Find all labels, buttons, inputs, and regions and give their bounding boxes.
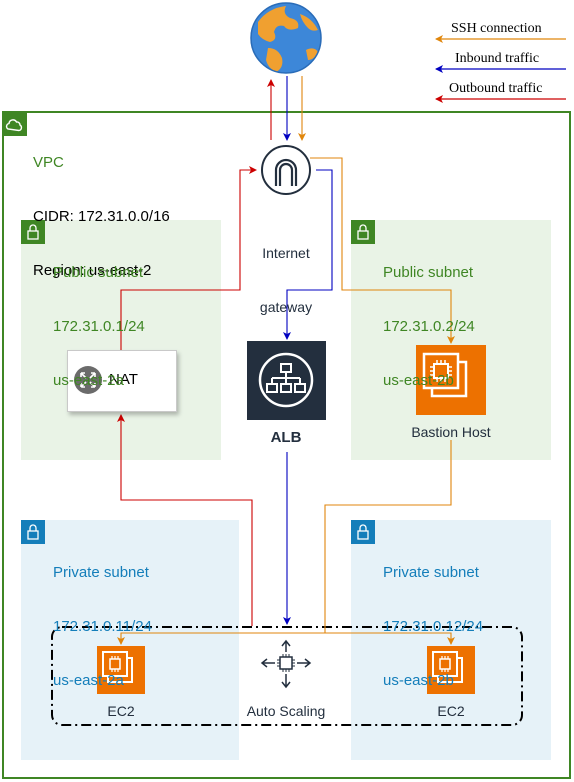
nat-gateway-box [67,350,177,412]
nat-icon [74,366,102,394]
private-subnet-b-label: Private subnet 172.31.0.12/24 us-east-2b [383,528,483,708]
public-subnet-a-lock-icon [21,220,45,244]
legend-ssh-label: SSH connection [451,21,542,36]
auto-scaling-group-border [51,626,523,726]
private-subnet-a-az: us-east-2a [53,672,124,689]
vpc-info: VPC CIDR: 172.31.0.0/16 Region: us-east-… [33,118,170,298]
outbound-nat-to-igw [120,166,257,350]
public-subnet-a-label: Public subnet 172.31.0.1/24 us-east-2a [53,228,145,408]
internet-gateway-label-line2: gateway [259,299,313,315]
vpc-cloud-icon [3,112,27,136]
bastion-host-label: Bastion Host [411,424,491,440]
public-subnet-b-az: us-east-2b [383,372,454,389]
private-subnet-b-lock-icon [351,520,375,544]
public-subnet-a-cidr: 172.31.0.1/24 [53,318,145,335]
auto-scaling-label: Auto Scaling [246,703,326,719]
public-subnet-a-title: Public subnet [53,264,144,281]
public-subnet-b-lock-icon [351,220,375,244]
legend-inbound-label: Inbound traffic [455,51,540,66]
alb-label: ALB [270,429,302,446]
public-subnet-b-title: Public subnet [383,264,474,281]
alb-icon [247,341,326,420]
ec2-a-label: EC2 [107,703,135,719]
internet-gateway-label-line1: Internet [262,245,310,261]
ssh-bastion-down [324,440,452,633]
private-subnet-a-label: Private subnet 172.31.0.11/24 us-east-2a [53,528,152,708]
auto-scaling-icon [260,639,312,689]
private-subnet-a-cidr: 172.31.0.11/24 [53,618,152,635]
ssh-to-ec2-b [325,632,455,645]
outbound-asg-to-nat [117,414,253,626]
public-subnet-a-az: us-east-2a [53,372,124,389]
private-subnet-a-lock-icon [21,520,45,544]
nat-label: NAT [109,371,138,388]
public-subnet-b-label: Public subnet 172.31.0.2/24 us-east-2b [383,228,475,408]
internet-gateway-icon [261,145,311,195]
internet-gateway-label: Internet gateway [236,208,336,334]
legend-outbound-label: Outbound traffic [449,81,543,96]
private-subnet-a-area [21,520,239,760]
private-subnet-b-cidr: 172.31.0.12/24 [383,618,484,635]
ec2-a-icon [97,646,145,694]
ssh-to-ec2-a [117,632,325,645]
ec2-b-icon [427,646,475,694]
vpc-cidr: CIDR: 172.31.0.0/16 [33,208,170,225]
public-subnet-b-cidr: 172.31.0.2/24 [383,318,475,335]
ssh-igw-to-bastion [310,157,455,344]
bastion-host-icon [416,345,486,415]
vpc-region: Region: us-east-2 [33,262,152,279]
ec2-b-label: EC2 [437,703,465,719]
inbound-igw-to-alb [283,169,333,340]
private-subnet-b-title: Private subnet [383,564,479,581]
private-subnet-a-title: Private subnet [53,564,149,581]
globe-icon [250,2,322,74]
private-subnet-b-az: us-east-2b [383,672,454,689]
vpc-name: VPC [33,154,64,171]
